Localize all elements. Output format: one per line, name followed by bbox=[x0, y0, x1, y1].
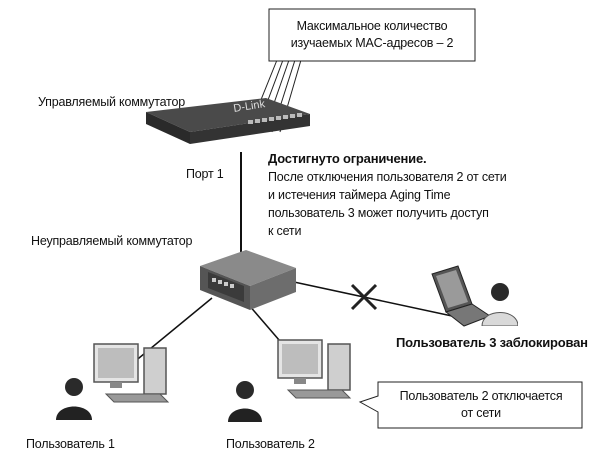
user3-avatar-icon bbox=[481, 283, 518, 326]
user3-label: Пользователь 3 заблокирован bbox=[396, 335, 588, 350]
managed-switch-label: Управляемый коммутатор bbox=[38, 95, 185, 109]
user1-avatar-icon bbox=[56, 378, 92, 420]
notice-line: После отключения пользователя 2 от сети bbox=[268, 170, 507, 184]
notice-heading: Достигнуто ограничение. bbox=[268, 151, 427, 166]
mac-limit-callout bbox=[268, 8, 476, 62]
blocked-cross-icon bbox=[350, 283, 378, 311]
cable-user3 bbox=[293, 281, 453, 317]
user1-label: Пользователь 1 bbox=[26, 437, 115, 451]
callout-line: Максимальное количество bbox=[296, 19, 448, 33]
callout-line: изучаемых MAC-адресов – 2 bbox=[290, 36, 454, 50]
laptop-icon bbox=[431, 265, 492, 327]
limit-notice: Достигнуто ограничение. После отключения… bbox=[268, 150, 507, 240]
unmanaged-switch-icon bbox=[200, 250, 296, 310]
pc1-computer-icon bbox=[93, 343, 170, 403]
user2-label: Пользователь 2 bbox=[226, 437, 315, 451]
notice-line: к сети bbox=[268, 224, 302, 238]
callout-line: Пользователь 2 отключается bbox=[399, 389, 563, 403]
managed-switch-icon: D-Link bbox=[146, 98, 310, 144]
user2-disconnect-callout bbox=[358, 381, 583, 429]
user2-avatar-icon bbox=[228, 381, 262, 422]
callout-line: от сети bbox=[461, 406, 501, 420]
port-label: Порт 1 bbox=[186, 167, 224, 181]
notice-line: пользователь 3 может получить доступ bbox=[268, 206, 489, 220]
switch-brand: D-Link bbox=[233, 98, 267, 115]
notice-line: и истечения таймера Aging Time bbox=[268, 188, 451, 202]
unmanaged-switch-label: Неуправляемый коммутатор bbox=[31, 234, 193, 248]
pc2-computer-icon bbox=[277, 339, 352, 399]
